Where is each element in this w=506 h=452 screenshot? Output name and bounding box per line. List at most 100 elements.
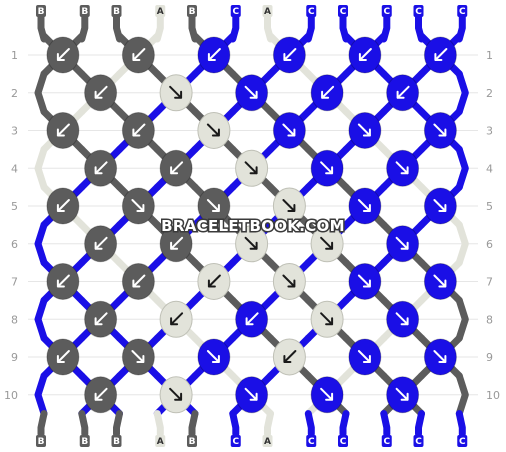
arrow-down-right-icon [357,123,371,137]
row-number-left: 2 [11,87,18,100]
row-number-left: 10 [4,389,18,402]
arrow-down-left-icon [321,85,335,99]
knot [121,187,155,225]
knot [272,112,306,149]
strand-top-label: B [38,7,45,17]
strand-segment [188,410,199,438]
knot [121,36,155,74]
arrow-down-left-icon [94,387,108,401]
arrow-down-right-icon [320,387,334,401]
arrow-down-right-icon [206,123,220,137]
arrow-down-right-icon [433,199,447,212]
arrow-down-left-icon [94,312,108,326]
arrow-down-left-icon [170,236,184,250]
watermark: BRACELETBOOK.COM [161,217,345,235]
row-number-right: 8 [486,313,493,326]
strand-bottom-label-box [230,435,241,447]
knot [310,225,344,263]
knot [423,36,457,74]
strand-segment [455,145,469,191]
strand-segment [37,410,48,438]
strand-bottom-label: B [113,437,120,447]
knot [310,376,344,414]
arrow-down-left-icon [434,48,448,61]
arrow-down-left-icon [132,123,146,137]
row-number-left: 4 [11,162,18,175]
knot [310,300,344,338]
arrow-down-left-icon [56,199,70,212]
arrow-down-right-icon [320,236,334,250]
strand-top-label: C [340,7,347,17]
knot [272,187,306,225]
strand-top-label-box [306,5,317,17]
arrow-down-right-icon [433,350,447,363]
knot [310,74,344,112]
arrow-down-left-icon [170,312,184,326]
knot [386,376,420,414]
knot [121,338,155,376]
arrow-down-right-icon [131,199,145,212]
row-number-right: 6 [486,238,493,251]
arrow-down-left-icon [56,48,70,61]
arrow-down-left-icon [207,48,221,61]
knot [423,263,457,300]
strand-bottom-label: B [38,437,45,447]
row-number-left: 9 [11,351,18,364]
strand-segment [380,410,391,438]
arrow-down-right-icon [282,123,296,137]
strand-bottom-label-box [381,435,392,447]
strand-top-label-box [230,5,241,17]
strand-bottom-label: C [459,437,466,447]
knot [197,112,231,149]
strand-top-label-box [381,5,392,17]
strand-top-label: B [113,7,120,17]
arrow-down-right-icon [131,350,145,363]
strand-segment [455,70,469,116]
knot [235,74,269,112]
knot [197,187,231,225]
strand-top-label: A [264,7,271,17]
arrow-down-right-icon [395,161,409,175]
arrow-down-left-icon [94,161,108,175]
strand-bottom-label: A [157,437,164,447]
knot [423,187,457,225]
arrow-down-right-icon [282,274,296,288]
arrow-down-right-icon [320,161,334,175]
arrow-down-left-icon [207,274,221,288]
arrow-down-right-icon [320,312,334,326]
strand-segment [34,145,48,191]
arrow-down-left-icon [358,48,372,61]
knot [84,74,118,112]
strand-bottom-label: C [308,437,315,447]
arrow-down-right-icon [169,85,183,99]
row-number-right: 2 [486,87,493,100]
knot [423,338,457,376]
knot [423,112,457,149]
strand-bottom-label-box [79,435,90,447]
strand-top-label: C [415,7,422,17]
knot [159,376,193,414]
arrow-down-left-icon [283,48,297,61]
knot [159,300,193,338]
strand-segment [34,70,48,116]
arrow-down-left-icon [283,350,297,363]
arrow-down-right-icon [395,387,409,401]
row-number-left: 3 [11,125,18,138]
row-number-right: 1 [486,49,493,62]
arrow-down-right-icon [357,350,371,363]
strand-segment [339,410,350,438]
knot [348,187,382,225]
strand-top-label: B [189,7,196,17]
arrow-down-left-icon [56,123,70,137]
knot [84,225,118,263]
strand-segment [113,410,123,438]
knot [197,263,231,300]
knot [235,300,269,338]
knot [235,149,269,187]
row-number-right: 5 [486,200,493,213]
strand-top-label-box [155,5,166,17]
strand-bottom-label-box [413,435,424,447]
strand-bottom-label: A [264,437,271,447]
strand-bottom-label-box [111,435,122,447]
